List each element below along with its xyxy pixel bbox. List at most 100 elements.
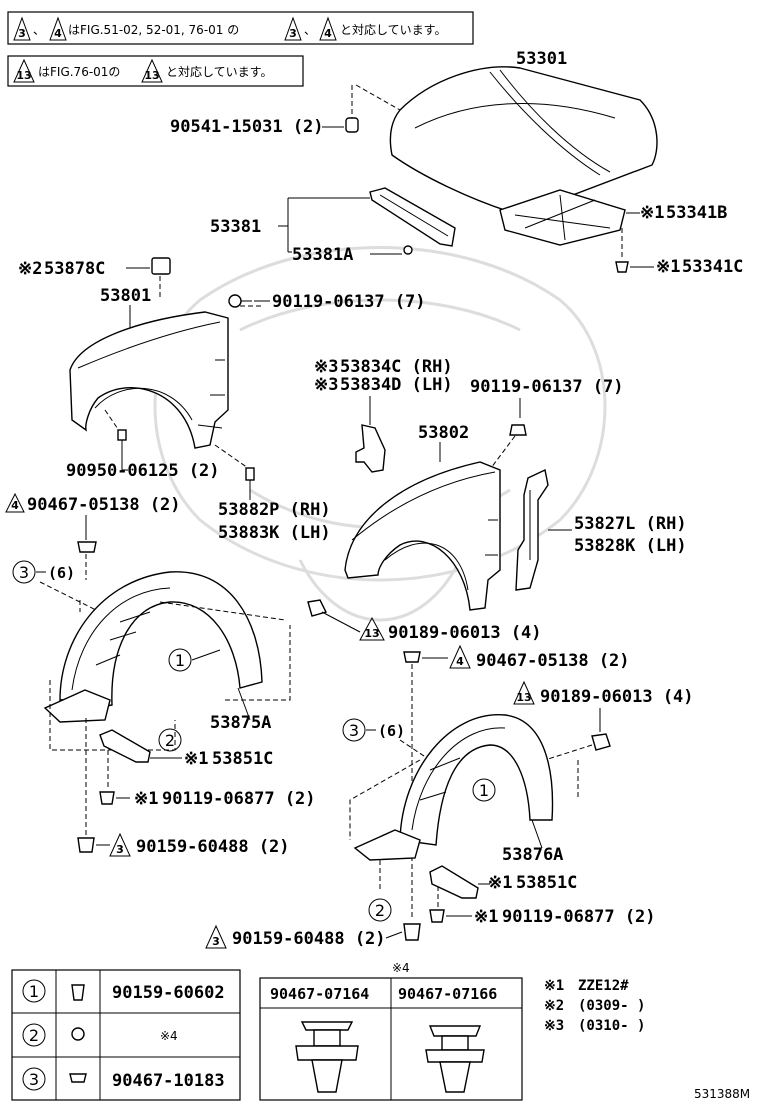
label-90119-06877-b: 90119-06877 (2) [502,907,656,927]
hood-53301 [389,66,658,246]
note1-sep-1: 、 [33,23,45,37]
label-53827L: 53827L (RH) [574,514,687,534]
tri-13-90189a: 13 [364,627,379,640]
label-53828K: 53828K (LH) [574,536,687,556]
note1-text: はFIG.51-02, 52-01, 76-01 の [68,23,239,37]
tri-4-90467a: 4 [11,499,19,512]
tri-3-90159a: 3 [116,843,124,856]
label-53802: 53802 [418,423,469,443]
clip-53878C [151,257,171,275]
label-53851C-a: 53851C [212,749,273,769]
legend-icon-1 [71,984,85,1001]
clip-53381A [370,245,413,255]
label-6-a: (6) [48,564,75,582]
label-53883K: 53883K (LH) [218,523,331,543]
mark-star1-53851Cb: ※1 [488,873,512,893]
legend-part-1: 90159-60602 [112,983,225,1003]
label-90541-15031: 90541-15031 (2) [170,117,324,137]
note2-text: はFIG.76-01の [38,65,120,79]
bolt-90159-a [77,837,95,853]
note2-tri-2: 13 [144,69,159,82]
label-90189-06013-a: 90189-06013 (4) [388,623,542,643]
legend-part-2: ※4 [160,1029,178,1043]
note-box-1: 3 、 4 はFIG.51-02, 52-01, 76-01 の 3 、 4 と… [7,11,474,45]
label-53882P: 53882P (RH) [218,500,331,520]
note-box-2: 13 はFIG.76-01の 13 と対応しています。 [7,55,304,87]
tri-4-90467b: 4 [456,655,464,668]
label-53301: 53301 [516,49,567,69]
figure-code: 531388M [694,1087,750,1101]
clip-90467-a [77,541,97,553]
label-53341B: 53341B [666,203,727,223]
label-53875A: 53875A [210,713,271,733]
bolt-90119-d [429,909,445,923]
mark-star1-90119d: ※1 [474,907,498,927]
footnote-text-1: ZZE12# [578,978,629,994]
bracket-53851C-b [429,865,479,899]
label-90159-60488-a: 90159-60488 (2) [136,837,290,857]
tri-3-90159b: 3 [212,935,220,948]
liner-53875A [43,571,263,723]
label-90119-06137-a: 90119-06137 (7) [272,292,426,312]
mark-star2-53878C: ※2 [18,259,42,279]
clip-90467-b [403,651,421,663]
bolt-90159-b [403,923,421,941]
fender-53801 [69,311,229,449]
label-53381A: 53381A [292,245,353,265]
label-90119-06137-b: 90119-06137 (7) [470,377,624,397]
clip-icon-07166 [425,1025,485,1093]
tri-13-90189b: 13 [516,691,531,704]
bolt-90189-b [591,733,611,751]
circle-3-b: 3 [349,721,359,740]
note2-tail: と対応しています。 [166,65,272,79]
clip-col-1: 90467-07164 [270,985,369,1003]
legend-num-1: 1 [29,982,39,1001]
circle-3-a: 3 [19,563,29,582]
clip-icon-07164 [295,1021,359,1093]
bolt-90119-c [99,791,115,805]
bracket-53851C-a [99,729,151,763]
label-90159-60488-b: 90159-60488 (2) [232,929,386,949]
note1-tri-1: 3 [18,27,26,40]
note2-tri-1: 13 [16,69,31,82]
mark-star3-53834C: ※3 [314,357,338,377]
bolt-90119-b [509,424,527,436]
label-90950-06125: 90950-06125 (2) [66,461,220,481]
mark-star1-53341B: ※1 [640,203,664,223]
clip-90950 [117,429,127,441]
circle-1-b: 1 [479,781,489,800]
circle-2-a: 2 [165,731,175,750]
mark-star1-90119c: ※1 [134,789,158,809]
label-90189-06013-b: 90189-06013 (4) [540,687,694,707]
bolt-90119-a [228,294,252,308]
clip-table-header: ※4 [392,961,410,975]
label-90467-05138-b: 90467-05138 (2) [476,651,630,671]
mark-star1-53341C: ※1 [656,257,680,277]
note1-tri-4: 4 [324,27,332,40]
label-6-b: (6) [378,722,405,740]
legend-num-2: 2 [29,1026,39,1045]
footnote-text-2: (0309- ) [578,998,645,1014]
clip-53882P [245,467,255,481]
label-53801: 53801 [100,286,151,306]
legend-icon-2 [71,1027,85,1041]
fender-53802 [344,461,501,611]
mark-star1-53851Ca: ※1 [184,749,208,769]
clip-col-2: 90467-07166 [398,985,497,1003]
bolt-90189-a [307,599,328,617]
note1-tri-2: 4 [54,27,62,40]
clip-53341C [615,261,629,273]
label-53878C: 53878C [44,259,105,279]
note1-sep-2: 、 [304,23,316,37]
label-90467-05138-a: 90467-05138 (2) [27,495,181,515]
seal-53827L [515,468,549,591]
legend-table: 1 90159-60602 2 ※4 3 90467-10183 [11,969,241,1101]
circle-1-a: 1 [175,651,185,670]
footnotes: ※1 ZZE12# ※2 (0309- ) ※3 (0310- ) [544,978,645,1034]
mark-star3-53834D: ※3 [314,375,338,395]
footnote-text-3: (0310- ) [578,1018,645,1034]
footnote-mark-1: ※1 [544,978,564,994]
label-53381: 53381 [210,217,261,237]
label-53341C: 53341C [682,257,743,277]
